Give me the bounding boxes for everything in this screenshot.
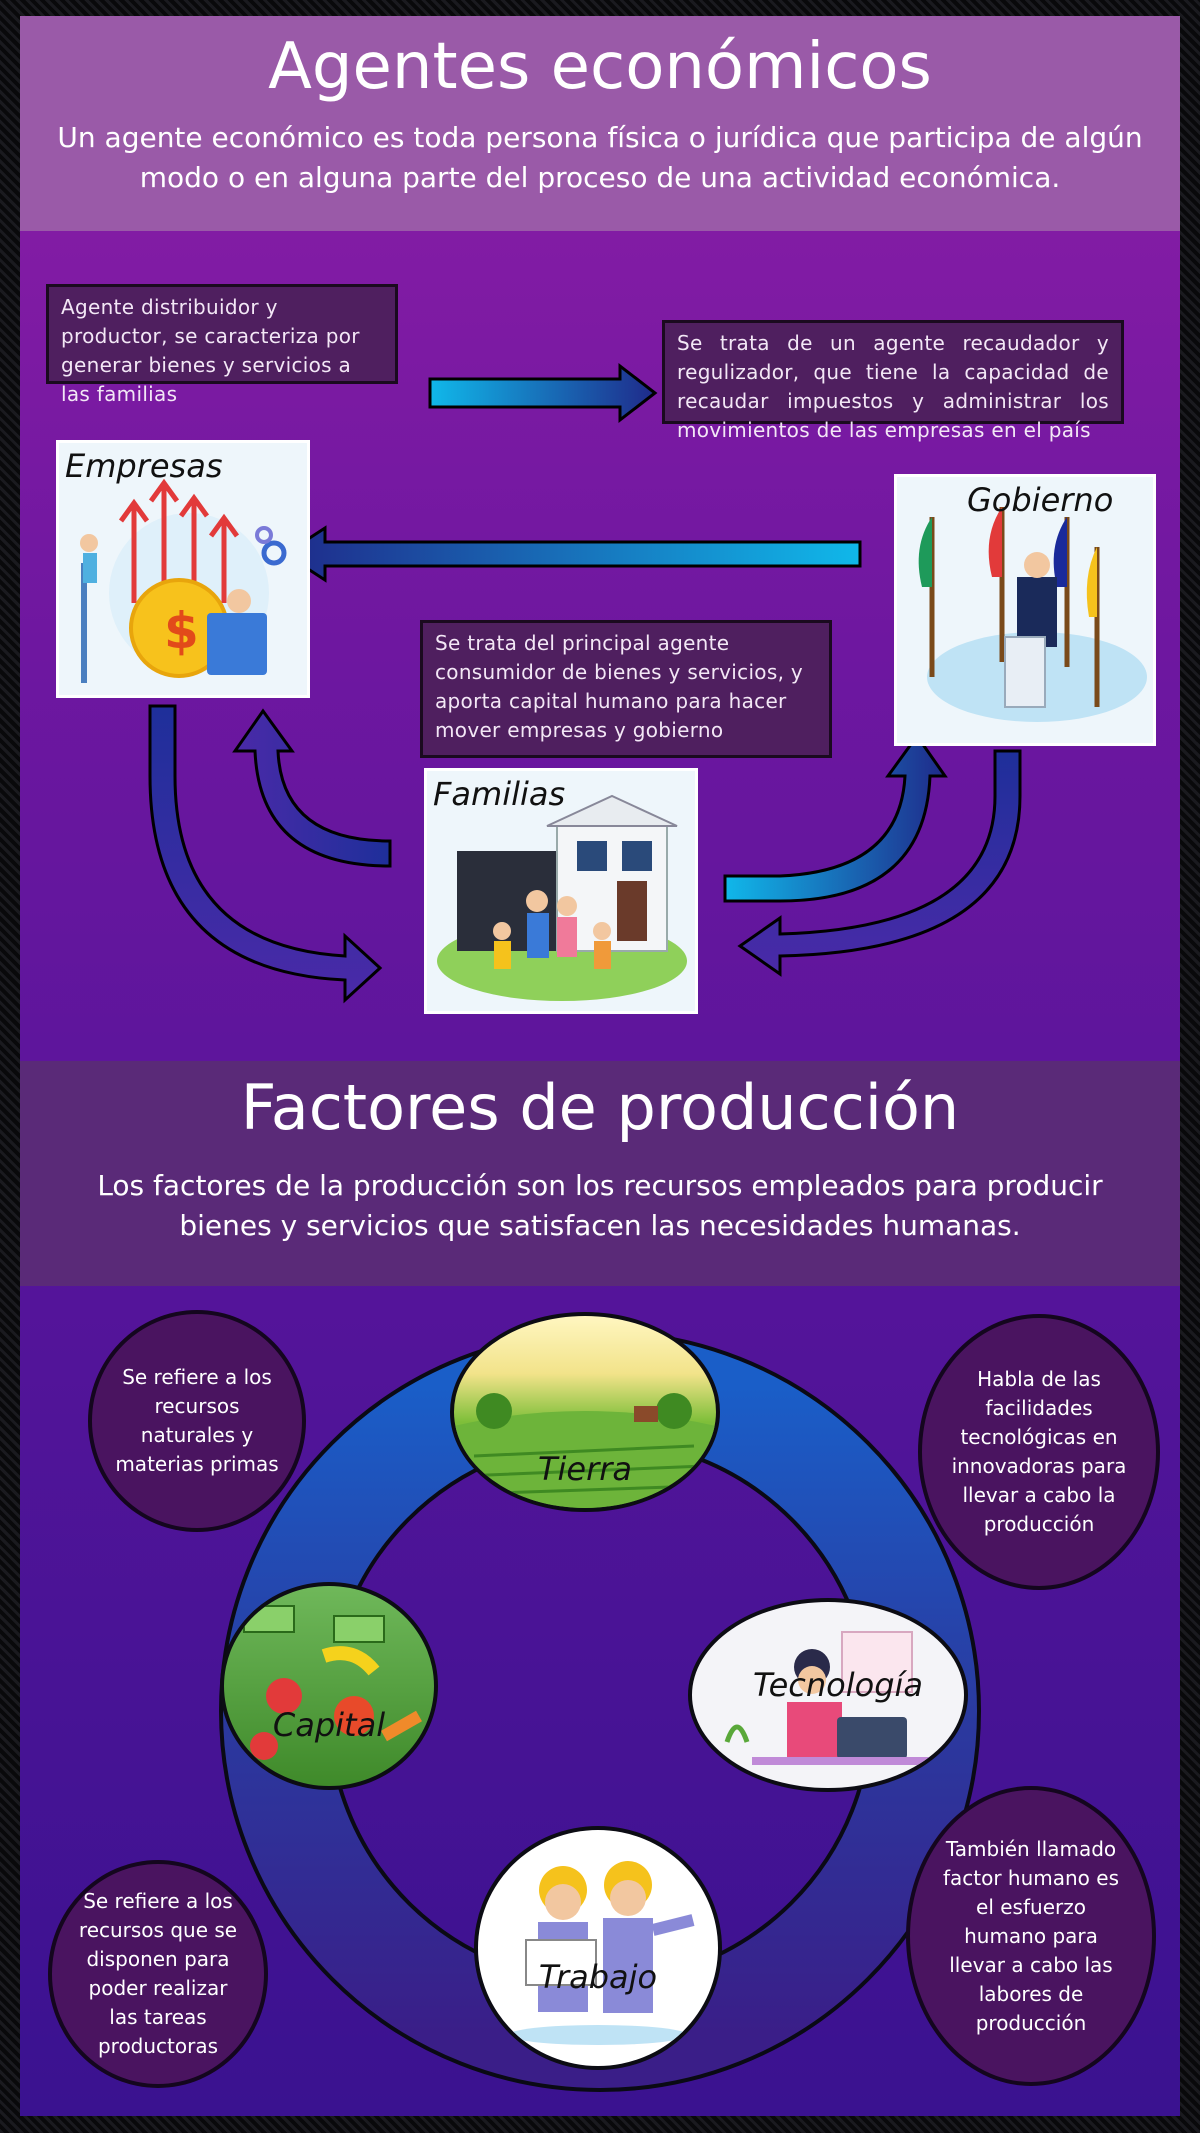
tecnologia-illustration [724, 1631, 932, 1765]
factor-capital: Capital [220, 1582, 438, 1790]
production-subtitle: Los factores de la producción son los re… [97, 1169, 1103, 1242]
capital-illustration [243, 1605, 422, 1760]
empresas-illustration: $ [80, 478, 287, 683]
arrow-familias-to-empresas [232, 708, 392, 868]
factor-tierra: Tierra [450, 1312, 720, 1512]
arrow-gobierno-to-familias [737, 749, 1022, 977]
note-familias: Se trata del principal agente consumidor… [420, 620, 832, 758]
oval-capital: Se refiere a los recursos que se dispone… [48, 1860, 268, 2088]
arrow-gobierno-to-empresas [282, 525, 862, 583]
note-empresas: Agente distribuidor y productor, se cara… [46, 284, 398, 406]
arrow-empresas-to-gobierno [428, 362, 658, 424]
infographic: Agentes económicos Un agente económico e… [20, 16, 1180, 2116]
gobierno-label: Gobierno [967, 481, 1114, 519]
empresas-label: Empresas [65, 447, 223, 485]
tecnologia-label: Tecnología [752, 1666, 923, 1704]
trabajo-label: Trabajo [538, 1958, 658, 1996]
gobierno-card: Gobierno [894, 474, 1156, 746]
familias-label: Familias [433, 775, 566, 813]
production-title: Factores de producción [240, 1071, 960, 1144]
page-subtitle: Un agente económico es toda persona físi… [57, 121, 1143, 194]
arrow-familias-to-gobierno [723, 733, 948, 903]
agents-arrows [148, 362, 1022, 1004]
svg-text:$: $ [164, 602, 199, 660]
familias-card: Familias [424, 768, 698, 1014]
capital-label: Capital [272, 1706, 386, 1744]
note-gobierno: Se trata de un agente recaudador y regul… [662, 320, 1124, 442]
header-band [20, 16, 1180, 231]
factor-tecnologia: Tecnología [688, 1598, 968, 1792]
empresas-card: $ Empresas [56, 440, 310, 698]
trabajo-illustration [508, 1861, 695, 2045]
production-band [20, 1061, 1180, 1286]
arrow-empresas-to-familias [148, 704, 383, 1004]
oval-tecnologia: Habla de las facilidades tecnológicas en… [918, 1314, 1160, 1590]
factor-trabajo: Trabajo [474, 1826, 722, 2070]
familias-illustration [437, 794, 687, 1001]
tierra-illustration [454, 1393, 716, 1508]
oval-trabajo: También llamado factor humano es el esfu… [906, 1786, 1156, 2086]
tierra-label: Tierra [537, 1450, 633, 1488]
page-title: Agentes económicos [268, 30, 932, 104]
gobierno-illustration [918, 507, 1147, 722]
oval-tierra: Se refiere a los recursos naturales y ma… [88, 1310, 306, 1532]
